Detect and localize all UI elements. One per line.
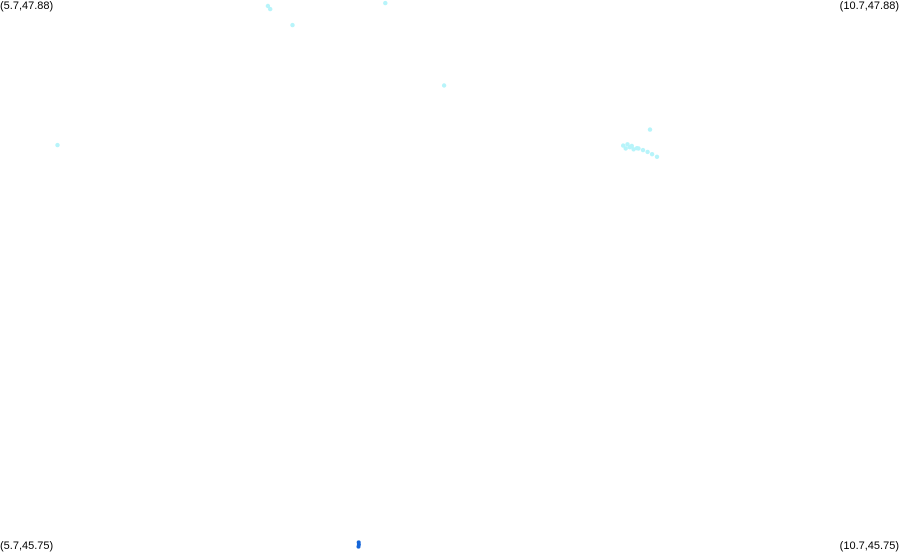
point-group-blue [356,540,361,549]
corner-label-top-right: (10.7,47.88) [839,0,899,12]
map-point [640,147,646,153]
map-point [647,127,653,132]
map-point [356,544,361,549]
map-point [634,146,640,151]
map-point [623,146,628,151]
map-point [649,152,655,157]
map-point [441,83,447,88]
map-point [654,154,660,159]
corner-label-bottom-left: (5.7,45.75) [0,540,54,552]
map-point [55,142,60,148]
corner-label-top-left: (5.7,47.88) [0,0,54,12]
map-point [383,0,388,6]
map-point [631,147,636,152]
map-point [290,22,295,28]
map-point [645,149,650,155]
corner-label-bottom-right: (10.7,45.75) [839,540,899,552]
point-group-light-cyan [55,0,660,159]
map-point [268,6,273,12]
map-point [621,143,626,148]
map-point [629,143,634,149]
map-point [265,3,271,9]
